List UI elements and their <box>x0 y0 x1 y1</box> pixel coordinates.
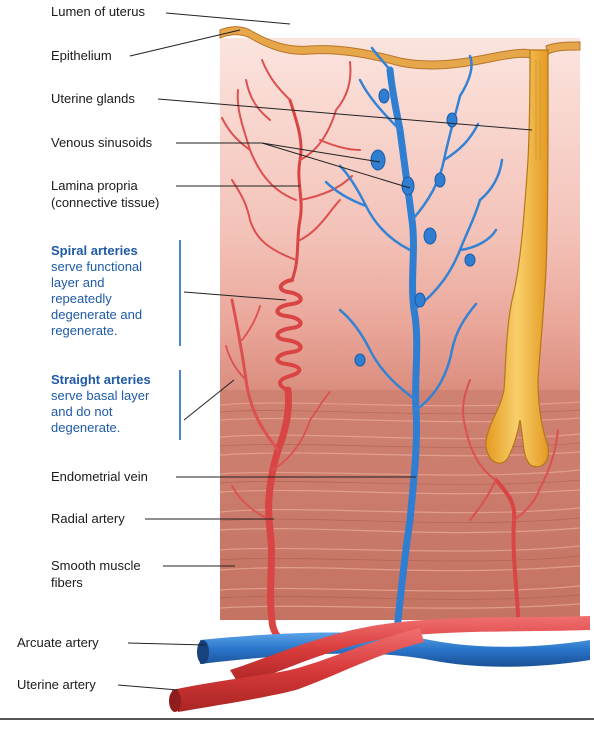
spiral-arteries-title: Spiral arteries <box>51 243 138 258</box>
endometrial-vein-trunk <box>386 66 421 644</box>
label-arcuate-artery: Arcuate artery <box>17 635 99 650</box>
spiral-line-3: repeatedly <box>51 291 112 306</box>
label-smooth-muscle-sub: fibers <box>51 575 83 590</box>
spiral-arteries-note: Spiral arteries serve functional layer a… <box>51 243 142 339</box>
label-lamina-propria: Lamina propria <box>51 178 138 193</box>
venous-sinusoids <box>354 88 476 367</box>
label-uterine-glands: Uterine glands <box>51 91 135 106</box>
label-epithelium: Epithelium <box>51 48 112 63</box>
spiral-line-1: serve functional <box>51 259 143 274</box>
label-endometrial-vein: Endometrial vein <box>51 469 148 484</box>
spiral-line-2: layer and <box>51 275 105 290</box>
straight-line-1: serve basal layer <box>51 388 150 403</box>
epithelium-layer-right <box>545 41 581 55</box>
straight-arteries-title: Straight arteries <box>51 372 151 387</box>
bottom-divider <box>0 718 594 720</box>
spiral-annotation-bar <box>179 240 181 346</box>
arcuate-artery <box>230 616 590 686</box>
label-uterine-artery: Uterine artery <box>17 677 96 692</box>
spiral-artery-coils <box>275 278 303 392</box>
straight-line-3: degenerate. <box>51 420 121 435</box>
venous-tree <box>324 46 504 644</box>
uterine-gland <box>485 49 549 468</box>
spiral-line-4: degenerate and <box>51 307 143 322</box>
straight-annotation-bar <box>179 370 181 440</box>
straight-line-2: and do not <box>51 404 113 419</box>
radial-artery-trunk <box>265 386 292 624</box>
label-radial-artery: Radial artery <box>51 511 125 526</box>
leader-lines <box>117 12 533 691</box>
uterine-artery <box>172 628 424 712</box>
lamina-propria-region <box>220 38 580 395</box>
straight-arteries-note: Straight arteries serve basal layer and … <box>51 372 151 436</box>
label-lumen-of-uterus: Lumen of uterus <box>51 4 145 19</box>
label-venous-sinusoids: Venous sinusoids <box>51 135 153 150</box>
label-lamina-propria-sub: (connective tissue) <box>51 195 160 210</box>
arcuate-vessels <box>169 616 590 712</box>
label-smooth-muscle: Smooth muscle <box>51 558 141 573</box>
spiral-line-5: regenerate. <box>51 323 118 338</box>
